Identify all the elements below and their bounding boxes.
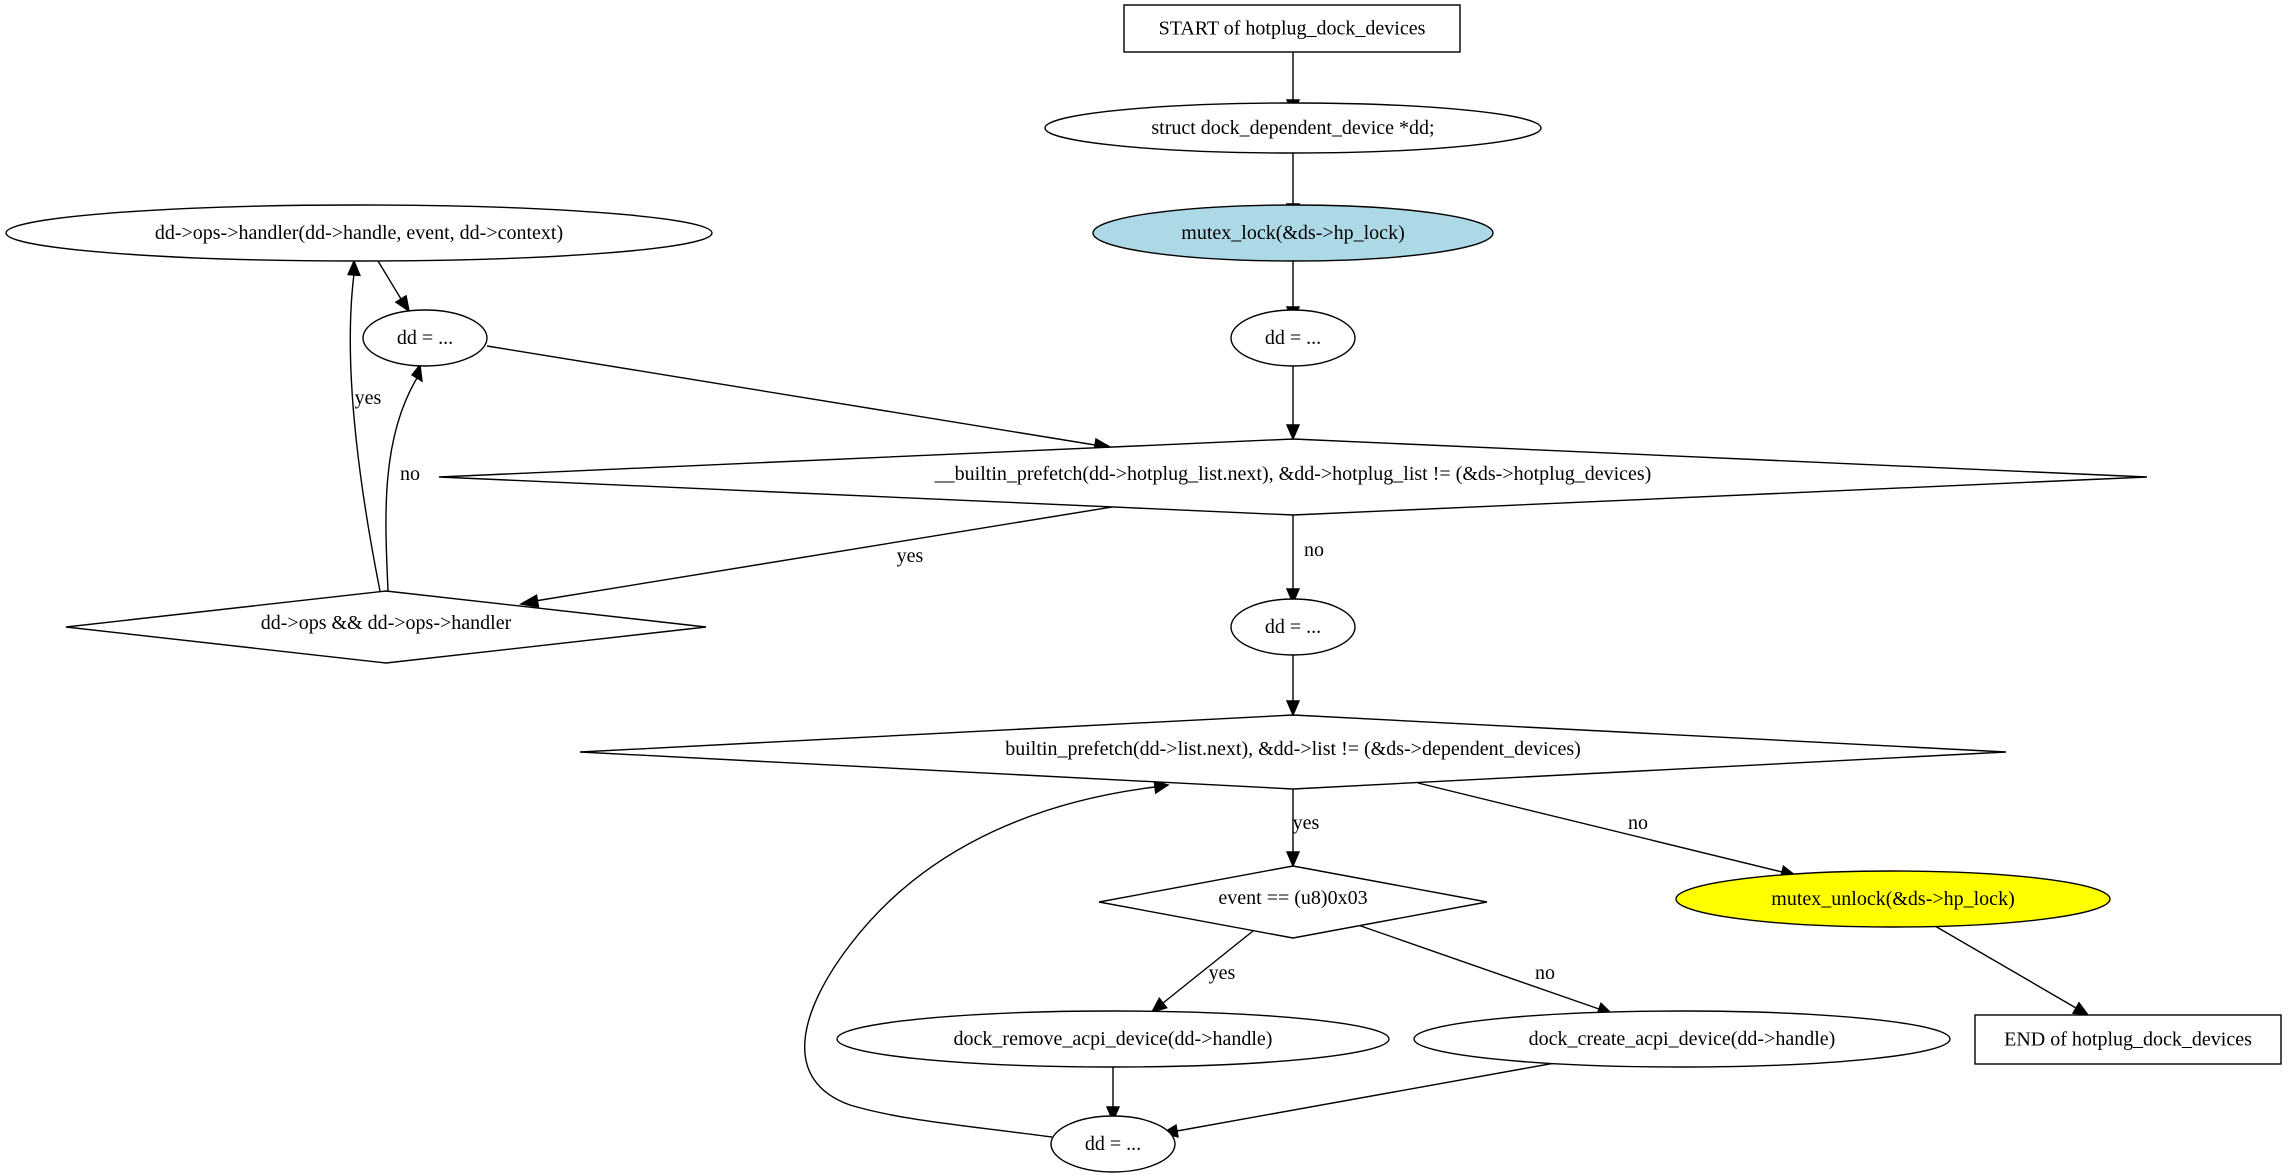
- start-node-label: START of hotplug_dock_devices: [1159, 18, 1426, 40]
- remove-device-node-label: dock_remove_acpi_device(dd->handle): [954, 1028, 1273, 1050]
- edge-opscheck-to-handler: yes: [347, 259, 382, 592]
- dependent-list-loop-condition: builtin_prefetch(dd->list.next), &dd->li…: [579, 714, 2007, 790]
- edge-evt-to-remove: yes: [1150, 930, 1254, 1014]
- assign-dd-node-4-label: dd = ...: [1085, 1133, 1141, 1155]
- start-node: START of hotplug_dock_devices: [1123, 4, 1461, 53]
- edges: yes no yes no: [347, 52, 2090, 1138]
- edge-label-no: no: [1304, 539, 1324, 561]
- edge-label-yes: yes: [1209, 962, 1236, 984]
- edge-cond2-to-evt: yes: [1285, 789, 1320, 868]
- assign-dd-node-1: dd = ...: [1230, 309, 1356, 367]
- edge-label-yes: yes: [355, 387, 382, 409]
- hotplug-list-loop-condition-label: __builtin_prefetch(dd->hotplug_list.next…: [934, 463, 1652, 485]
- ops-handler-condition-label: dd->ops && dd->ops->handler: [261, 612, 512, 634]
- remove-device-node: dock_remove_acpi_device(dd->handle): [836, 1010, 1390, 1068]
- assign-dd-node-3: dd = ...: [1230, 598, 1356, 656]
- edge-dd4-to-cond2: [804, 780, 1170, 1138]
- assign-dd-node-1-label: dd = ...: [1265, 327, 1321, 349]
- ops-handler-condition: dd->ops && dd->ops->handler: [65, 590, 707, 664]
- event-check-condition: event == (u8)0x03: [1098, 865, 1488, 939]
- assign-dd-node-4: dd = ...: [1050, 1115, 1176, 1173]
- edge-unlock-to-end: [1934, 925, 2090, 1016]
- handler-call-node-label: dd->ops->handler(dd->handle, event, dd->…: [155, 222, 563, 244]
- edge-opscheck-to-dd2: no: [385, 363, 423, 592]
- end-node-label: END of hotplug_dock_devices: [2004, 1029, 2252, 1051]
- create-device-node: dock_create_acpi_device(dd->handle): [1413, 1010, 1951, 1068]
- edge-remove-to-dd4: [1105, 1066, 1121, 1123]
- edge-label-no: no: [1628, 812, 1648, 834]
- edge-dd1-to-cond1: [1285, 366, 1301, 441]
- edge-label-yes: yes: [1293, 812, 1320, 834]
- handler-call-node: dd->ops->handler(dd->handle, event, dd->…: [5, 204, 713, 262]
- edge-label-no: no: [1535, 962, 1555, 984]
- assign-dd-node-2-label: dd = ...: [397, 327, 453, 349]
- mutex-lock-node-label: mutex_lock(&ds->hp_lock): [1181, 222, 1404, 244]
- declaration-node-label: struct dock_dependent_device *dd;: [1151, 117, 1434, 139]
- edge-cond1-to-dd3: no: [1285, 515, 1324, 605]
- mutex-lock-node: mutex_lock(&ds->hp_lock): [1092, 204, 1494, 262]
- edge-label-no: no: [400, 463, 420, 485]
- edge-label-yes: yes: [897, 545, 924, 567]
- event-check-condition-label: event == (u8)0x03: [1218, 887, 1367, 909]
- edge-evt-to-create: no: [1357, 924, 1614, 1016]
- hotplug-list-loop-condition: __builtin_prefetch(dd->hotplug_list.next…: [438, 438, 2148, 516]
- create-device-node-label: dock_create_acpi_device(dd->handle): [1529, 1028, 1836, 1050]
- edge-handler-to-dd2: [377, 260, 411, 313]
- declaration-node: struct dock_dependent_device *dd;: [1044, 102, 1542, 154]
- assign-dd-node-2: dd = ...: [362, 309, 488, 367]
- edge-create-to-dd4: [1161, 1062, 1556, 1138]
- edge-cond1-to-opscheck: yes: [518, 506, 1113, 608]
- edge-dd2-to-cond1: [486, 345, 1112, 452]
- end-node: END of hotplug_dock_devices: [1974, 1014, 2282, 1065]
- edge-dd3-to-cond2: [1285, 655, 1301, 717]
- mutex-unlock-node: mutex_unlock(&ds->hp_lock): [1675, 870, 2111, 928]
- dependent-list-loop-condition-label: builtin_prefetch(dd->list.next), &dd->li…: [1005, 738, 1581, 760]
- assign-dd-node-3-label: dd = ...: [1265, 616, 1321, 638]
- edge-cond2-to-unlock: no: [1417, 782, 1798, 879]
- mutex-unlock-node-label: mutex_unlock(&ds->hp_lock): [1771, 888, 2014, 910]
- nodes: START of hotplug_dock_devices struct doc…: [5, 4, 2282, 1173]
